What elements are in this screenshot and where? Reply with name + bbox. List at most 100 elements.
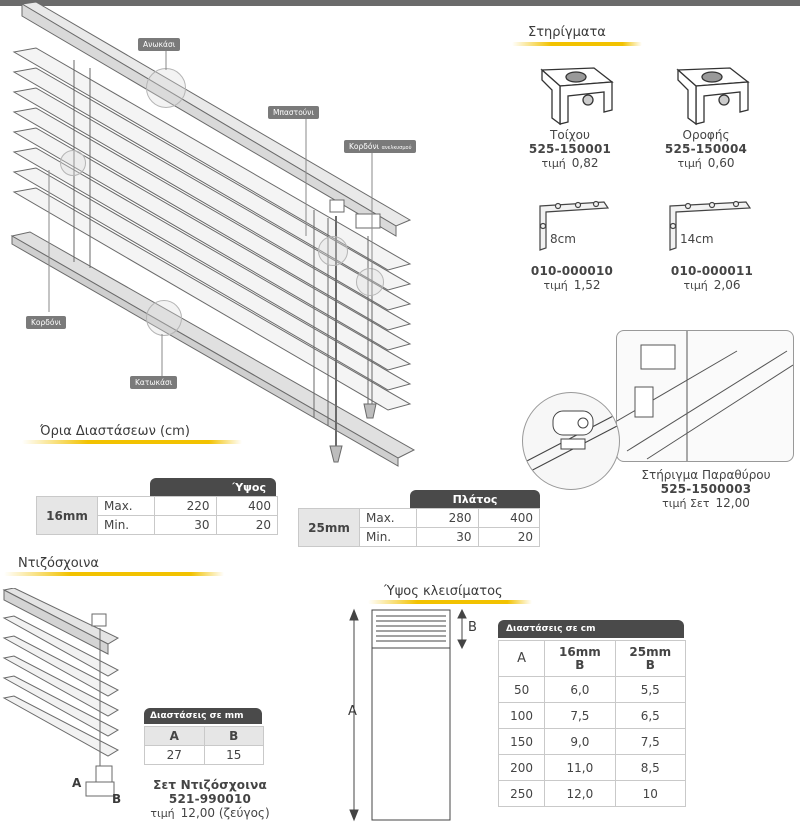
wall-bracket-name: Τοίχου (550, 128, 590, 142)
angle-bracket-8cm-icon (534, 196, 614, 256)
height-size-cell: 16mm (36, 496, 98, 535)
angle-bracket-8cm-caption: 010-000010 τιμή 1,52 (522, 264, 622, 292)
wall-bracket-caption: Τοίχου 525-150001 τιμή 0,82 (520, 128, 620, 170)
angle-bracket-14cm-caption: 010-000011 τιμή 2,06 (662, 264, 762, 292)
ceiling-bracket-price-value: 0,60 (707, 156, 735, 170)
closing-row-b25: 8,5 (614, 754, 687, 781)
table-row: 16mm Max. 220 400 (36, 496, 278, 535)
wall-bracket-code: 525-150001 (528, 142, 612, 156)
limits-title: Όρια Διαστάσεων (cm) (40, 424, 190, 439)
closing-height-table: A 16mm B 25mm B 50 6,0 5,5 100 7,5 6,5 1… (497, 640, 687, 807)
spacer-product-price-value: 12,00 (ζεύγος) (180, 806, 270, 820)
cord-lock-callout: Κορδόνι ανελκυσμού (344, 140, 417, 153)
closing-swoosh (368, 600, 532, 604)
closing-label-a: A (348, 704, 357, 719)
table-row: 27 15 (144, 745, 264, 765)
ceiling-bracket-code: 525-150004 (664, 142, 748, 156)
wand-callout: Μπαστούνι (268, 106, 319, 119)
width-min-label: Min. (359, 527, 417, 547)
closing-col-16: 16mm B (544, 640, 616, 677)
width-min-v2: 20 (477, 527, 540, 547)
ceiling-bracket-name: Οροφής (682, 128, 730, 142)
closing-row-b25: 7,5 (614, 728, 687, 755)
height-min-v2: 20 (215, 515, 278, 535)
angle-bracket-8cm-code: 010-000010 (530, 264, 614, 278)
cord-lock-callout-label: Κορδόνι (349, 142, 380, 151)
wall-bracket-price-label: τιμή (541, 157, 566, 170)
closing-label-b: B (468, 620, 477, 635)
ceiling-bracket-caption: Οροφής 525-150004 τιμή 0,60 (656, 128, 756, 170)
angle-bracket-14cm-dimension: 14cm (680, 232, 714, 246)
callout-leaders (0, 0, 460, 400)
closing-row-b25: 6,5 (614, 702, 687, 729)
wall-bracket-icon (524, 60, 624, 130)
limits-swoosh (22, 440, 242, 444)
closing-row-b16: 11,0 (544, 754, 616, 781)
spacer-illustration (0, 588, 130, 818)
table-row: 150 9,0 7,5 (497, 728, 687, 755)
closing-col-25-size: 25mm (629, 644, 672, 659)
table-row: 25mm Max. 280 400 (298, 508, 540, 547)
window-bracket-price-label: τιμή Σετ (662, 497, 710, 510)
closing-row-b16: 12,0 (544, 780, 616, 807)
angle-bracket-14cm-price-value: 2,06 (713, 278, 741, 292)
angle-bracket-8cm-price-label: τιμή (543, 279, 568, 292)
height-max-label: Max. (97, 496, 155, 516)
wand-magnifier (318, 236, 348, 266)
bottom-rail-magnifier (146, 300, 182, 336)
spacer-val-a: 27 (144, 745, 205, 765)
spacer-product-price: τιμή 12,00 (ζεύγος) (120, 806, 300, 820)
closing-col-25-b: B (645, 657, 655, 672)
spacer-table-header: Διαστάσεις σε mm (144, 708, 262, 724)
table-row: 250 12,0 10 (497, 780, 687, 807)
top-bar (0, 0, 800, 6)
angle-bracket-14cm-icon (664, 196, 754, 256)
cord-callout: Κορδόνι (26, 316, 67, 329)
angle-bracket-8cm-price-value: 1,52 (573, 278, 601, 292)
height-max-v1: 220 (154, 496, 217, 516)
width-max-label: Max. (359, 508, 417, 528)
window-bracket-code: 525-1500003 (660, 482, 752, 496)
spacer-swoosh (4, 572, 224, 576)
venetian-blind-illustration (0, 0, 460, 470)
wall-bracket-price-value: 0,82 (571, 156, 599, 170)
window-bracket-detail-drawing (617, 331, 793, 461)
brackets-title: Στηρίγματα (528, 25, 606, 40)
width-limits-table: 25mm Max. 280 400 Min. 30 20 (298, 508, 540, 547)
closing-col-a: A (497, 640, 546, 677)
spacer-col-a: A (144, 726, 205, 746)
angle-bracket-8cm-dimension: 8cm (550, 232, 576, 246)
closing-row-a: 150 (497, 728, 546, 755)
closing-row-b25: 5,5 (614, 676, 687, 703)
window-bracket-magnifier (522, 392, 620, 490)
height-table-header: Ύψος (150, 478, 276, 497)
top-rail-callout: Ανωκάσι (138, 38, 181, 51)
brackets-swoosh (512, 42, 642, 46)
ceiling-bracket-price-label: τιμή (677, 157, 702, 170)
closing-col-25: 25mm B (614, 640, 687, 677)
closing-title: Ύψος κλεισίματος (384, 584, 503, 599)
height-max-v2: 400 (215, 496, 278, 516)
closing-row-b25: 10 (614, 780, 687, 807)
angle-bracket-14cm-price-label: τιμή (683, 279, 708, 292)
window-bracket-zoom-drawing (523, 393, 619, 489)
top-rail-magnifier (146, 68, 186, 108)
cord-lock-callout-small: ανελκυσμού (381, 145, 412, 151)
angle-bracket-14cm-price: τιμή 2,06 (662, 278, 762, 292)
window-bracket-detail-box (616, 330, 794, 462)
spacer-product-code: 521-990010 (168, 792, 252, 806)
angle-bracket-14cm-code: 010-000011 (670, 264, 754, 278)
closing-row-a: 200 (497, 754, 546, 781)
table-row: 100 7,5 6,5 (497, 702, 687, 729)
spacer-product-price-label: τιμή (150, 807, 175, 820)
width-max-v1: 280 (416, 508, 479, 528)
height-limits-table: 16mm Max. 220 400 Min. 30 20 (36, 496, 278, 535)
cord-lock-magnifier (356, 268, 384, 296)
closing-col-16-b: B (575, 657, 585, 672)
table-row: A 16mm B 25mm B (497, 640, 687, 677)
spacer-val-b: 15 (203, 745, 264, 765)
table-row: Min. 30 20 (299, 527, 540, 547)
